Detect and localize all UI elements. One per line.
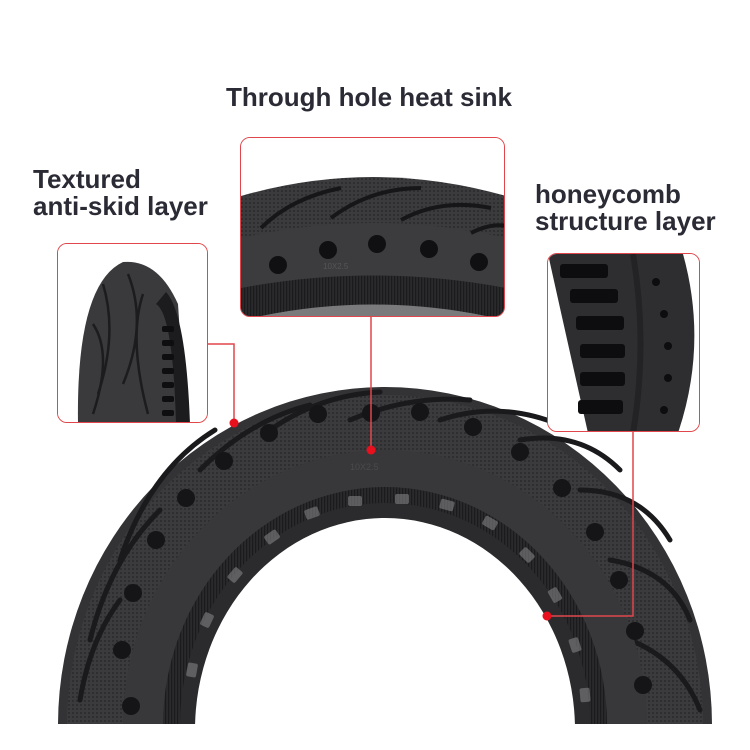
- size-marking-closeup: 10X2.5: [323, 262, 349, 271]
- tire-holes-closeup-image: 10X2.5: [241, 138, 504, 316]
- label-honeycomb: honeycomb structure layer: [535, 179, 716, 237]
- label-anti-skid: Textured anti-skid layer: [33, 164, 208, 222]
- size-marking: 10X2.5: [350, 462, 379, 472]
- label-anti-skid-line1: Textured: [33, 164, 141, 194]
- label-anti-skid-line2: anti-skid layer: [33, 191, 208, 222]
- detail-box-anti-skid: [57, 243, 208, 423]
- honeycomb-closeup-image: [548, 254, 699, 431]
- label-honeycomb-line2: structure layer: [535, 206, 716, 237]
- tire-side-profile-image: [58, 244, 207, 422]
- label-through-hole-heat-sink: Through hole heat sink: [226, 82, 513, 112]
- detail-box-heat-sink: 10X2.5: [240, 137, 505, 317]
- detail-box-honeycomb: [547, 253, 700, 432]
- label-honeycomb-line1: honeycomb: [535, 179, 681, 209]
